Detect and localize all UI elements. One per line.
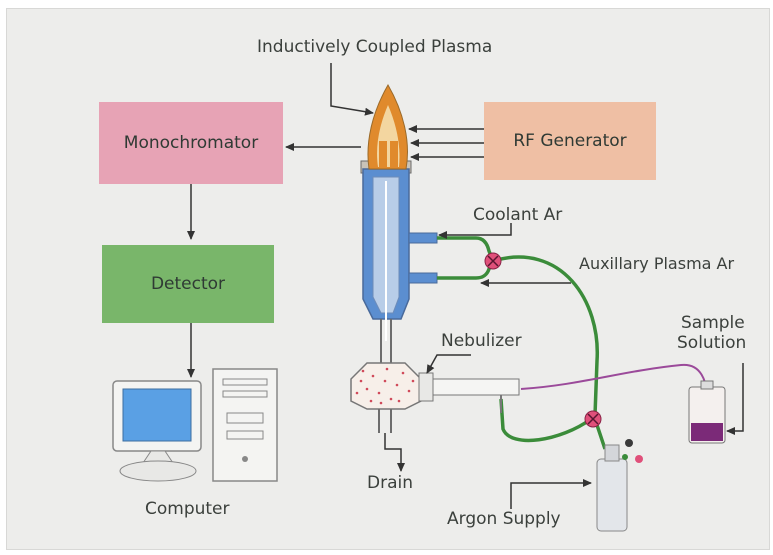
computer-label: Computer [145, 499, 230, 519]
sample-line [520, 363, 708, 400]
spray-chamber [350, 362, 422, 433]
rf-generator-box: RF Generator [484, 102, 656, 180]
plasma-flame [367, 83, 408, 170]
argon-supply-arrow [510, 479, 592, 509]
detector-label: Detector [150, 274, 226, 294]
coolant-ar-arrow [438, 223, 512, 239]
nebulizer-pointer-arrow [426, 354, 471, 374]
sample-label-line1: Sample [681, 313, 745, 333]
icp-pointer-arrow [330, 63, 374, 116]
drain-arrow [384, 433, 405, 472]
auxiliary-ar-label: Auxillary Plasma Ar [579, 254, 735, 273]
sample-bottle [688, 380, 726, 444]
sample-label-line2: Solution [677, 333, 747, 353]
valve-upper [484, 252, 502, 270]
icp-label: Inductively Coupled Plasma [257, 37, 493, 57]
argon-cylinder [596, 439, 643, 532]
monochromator-label: Monochromator [123, 133, 259, 153]
sample-pointer-arrow [726, 363, 744, 435]
valve-lower [584, 410, 602, 428]
rf-generator-label: RF Generator [513, 131, 627, 151]
drain-label: Drain [367, 473, 413, 493]
nebulizer-tube [418, 372, 520, 413]
argon-supply-label: Argon Supply [447, 509, 561, 529]
coolant-ar-label: Coolant Ar [473, 205, 563, 225]
computer-icon [112, 368, 278, 482]
diagram-panel: Monochromator RF Generator Detector Indu… [6, 8, 770, 550]
plasma-torch [360, 160, 438, 363]
detector-box: Detector [102, 245, 274, 323]
argon-tubing [437, 236, 607, 450]
monochromator-box: Monochromator [99, 102, 283, 184]
nebulizer-label: Nebulizer [441, 331, 522, 351]
